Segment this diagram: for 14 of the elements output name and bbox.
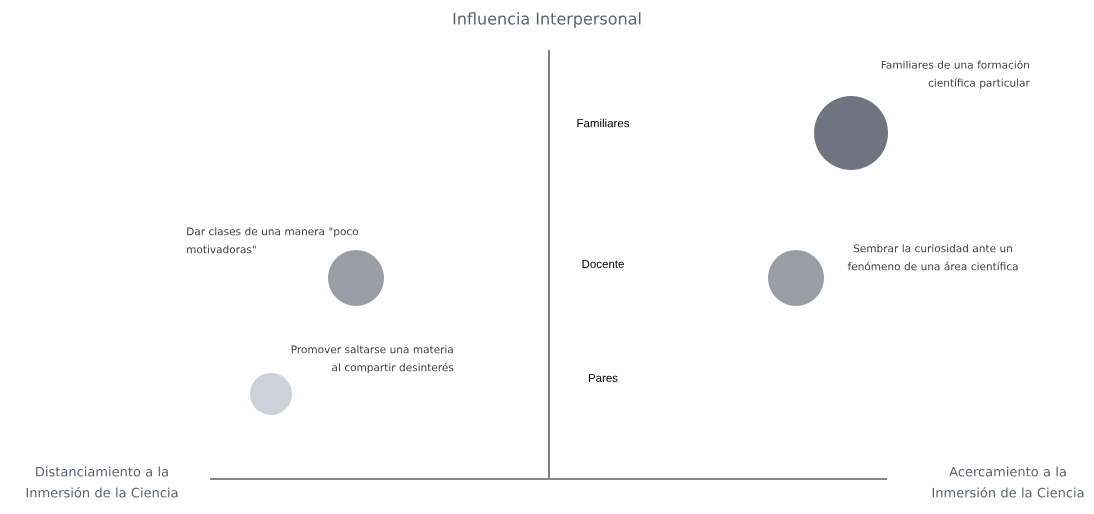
axis-level-label: Familiares	[577, 118, 630, 128]
annotation-text: Sembrar la curiosidad ante un fenómeno de una área científica	[847, 244, 1018, 271]
annotation-text: Promover saltarse una materia al compartir desinterés	[291, 345, 454, 374]
annotation-text: Dar clases de una manera "poco motivadoras"	[187, 227, 358, 254]
axis-end-label: Distanciamiento a la Inmersión de la Ciencia	[26, 466, 178, 498]
axis-end-label: Acercamiento a la Inmersión de la Ciencia	[932, 466, 1084, 498]
circle-marker	[250, 373, 292, 415]
axis-level-label: Pares	[588, 374, 618, 382]
axis-level-label: Docente	[582, 260, 624, 268]
title: Influencia Interpersonal	[453, 12, 641, 28]
circle-marker	[328, 250, 384, 306]
annotation-text: Familiares de una formación científica particular	[881, 60, 1030, 89]
circle-marker	[814, 96, 888, 170]
circle-marker	[768, 250, 824, 306]
